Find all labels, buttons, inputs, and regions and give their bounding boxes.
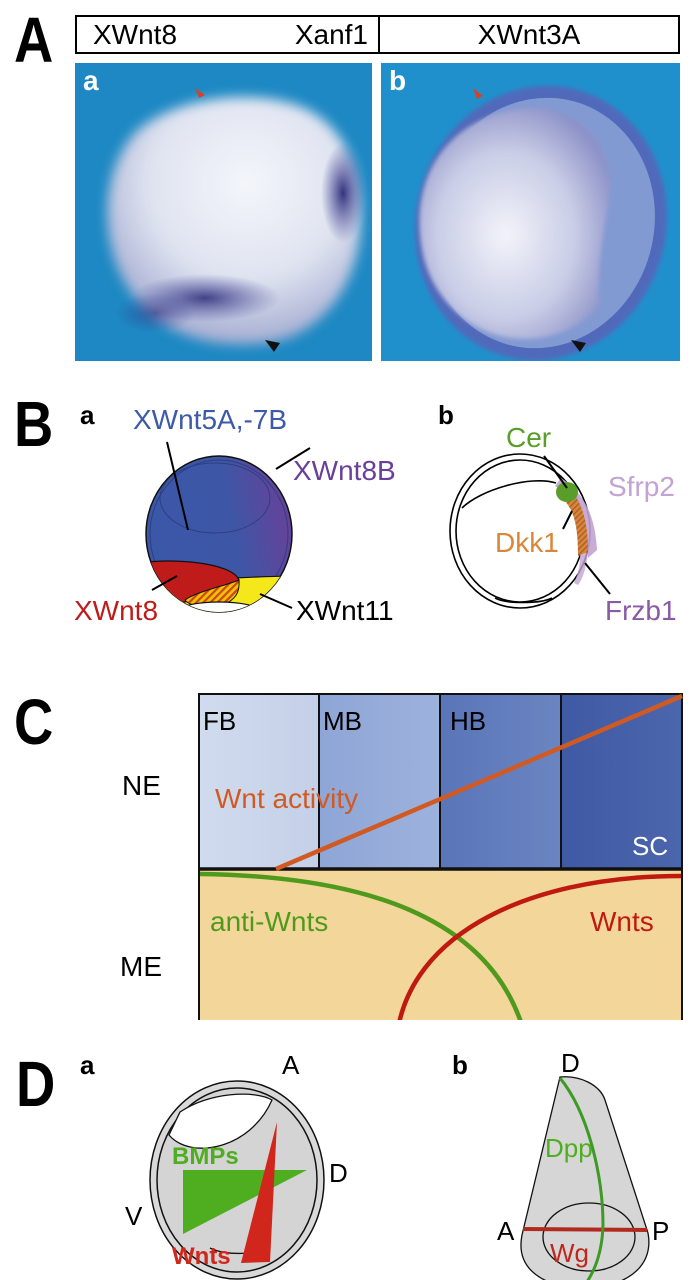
red-arrowhead-icon: [473, 88, 483, 99]
embryo-b-b: [449, 453, 611, 609]
panel-a-header-left: XWnt8 Xanf1: [77, 17, 380, 52]
gene-label-xanf1: Xanf1: [294, 18, 368, 50]
embryo-d-a: [149, 1080, 325, 1280]
gene-label-wnts-d: Wnts: [172, 1243, 231, 1270]
gene-label-xwnt8: XWnt8: [93, 18, 178, 50]
gene-label-xwnt11: XWnt11: [296, 595, 394, 626]
curve-label-anti-wnts: anti-Wnts: [210, 906, 328, 937]
region-label-sc: SC: [632, 831, 668, 861]
curve-label-wnts: Wnts: [590, 906, 654, 937]
cer-region: [556, 482, 578, 502]
region-label-mb: MB: [323, 706, 362, 736]
panel-c-letter: C: [14, 686, 54, 758]
gene-label-sfrp2: Sfrp2: [608, 471, 675, 502]
gene-label-xwnt8: XWnt8: [74, 595, 158, 626]
panel-d-sub-b: b: [452, 1050, 468, 1080]
panel-d-sub-a: a: [80, 1050, 95, 1080]
region-mb: [319, 694, 440, 868]
gene-label-xwnt8b: XWnt8B: [293, 455, 396, 486]
curve-label-wnt-activity: Wnt activity: [215, 783, 358, 814]
embryo-b-body: [419, 108, 611, 339]
axis-label-d-top: D: [561, 1048, 580, 1078]
panel-a-gene-header: XWnt8 Xanf1 XWnt3A: [75, 15, 680, 54]
panel-b-sub-a: a: [80, 400, 95, 430]
bmps-gradient-triangle: [183, 1170, 307, 1234]
axis-label-a-left: A: [497, 1216, 515, 1246]
wg-stripe: [522, 1227, 648, 1232]
red-arrowhead-icon: [195, 88, 205, 98]
wnts-curve: [397, 873, 682, 1020]
axis-label-d-right: D: [329, 1158, 348, 1188]
gene-label-cer: Cer: [506, 422, 551, 453]
panel-a-header-right: XWnt3A: [380, 17, 678, 52]
black-arrowhead-icon: [571, 340, 586, 352]
photo-label-b: b: [389, 65, 407, 96]
gene-label-dpp: Dpp: [545, 1133, 593, 1163]
axis-label-v-left: V: [125, 1201, 143, 1231]
anti-wnts-curve: [199, 871, 523, 1020]
axis-label-a-top: A: [282, 1050, 300, 1080]
black-arrowhead-icon: [265, 340, 280, 352]
wnt-activity-line: [275, 693, 683, 872]
gene-label-bmps: BMPs: [172, 1143, 239, 1170]
panel-d-diagram: BMPs Wnts A D V P Dpp Wg D A P V: [125, 1048, 669, 1280]
panel-b-diagram: XWnt5A,-7B XWnt8B XWnt8 XWnt11 Cer Sfrp2…: [74, 404, 677, 626]
dkk1-region: [560, 488, 588, 556]
row-label-me: ME: [120, 951, 162, 982]
region-label-fb: FB: [203, 706, 236, 736]
embryo-photo-a: a: [75, 63, 372, 361]
embryo-a-stain-right: [321, 143, 365, 243]
region-hb: [440, 694, 561, 868]
panel-d-letter: D: [16, 1048, 56, 1120]
region-label-hb: HB: [450, 706, 486, 736]
panel-a-letter: A: [14, 4, 54, 76]
region-fb: [199, 694, 319, 868]
gene-label-frzb1: Frzb1: [605, 595, 677, 626]
frzb1-region: [574, 552, 588, 585]
gene-label-xwnt3a: XWnt3A: [477, 18, 581, 50]
dpp-stripe: [558, 1077, 605, 1280]
photo-label-a: a: [83, 65, 99, 96]
embryo-photo-b: b: [381, 63, 680, 361]
embryo-b-illustration: [415, 85, 667, 361]
panel-b-letter: B: [14, 388, 54, 460]
panel-c-diagram: FB MB HB SC Wnt activity anti-Wnts Wnts …: [120, 693, 683, 1020]
embryo-a-illustration: [107, 88, 365, 352]
row-label-ne: NE: [122, 770, 161, 801]
gene-label-wg: Wg: [550, 1238, 589, 1268]
gene-label-dkk1: Dkk1: [495, 527, 559, 558]
wnts-gradient-triangle: [241, 1122, 277, 1263]
embryo-b-a: [145, 441, 311, 613]
panel-b-sub-b: b: [438, 400, 454, 430]
wing-disc-d-b: [520, 1076, 650, 1280]
mesendoderm-region: [199, 870, 682, 1020]
axis-label-p-right: P: [652, 1216, 669, 1246]
gene-label-xwnt5a-7b: XWnt5A,-7B: [133, 404, 287, 435]
